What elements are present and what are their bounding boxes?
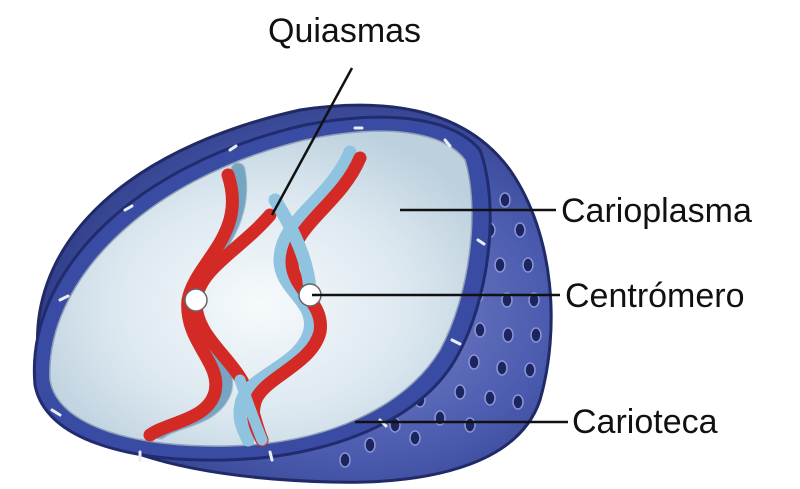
- leader-quiasmas: [270, 67, 354, 216]
- nuclear-pore: [364, 437, 376, 453]
- label-carioplasma: Carioplasma: [561, 192, 752, 230]
- nuclear-pore: [502, 327, 514, 343]
- nuclear-pore: [464, 417, 476, 433]
- karyoplasm: [49, 130, 473, 447]
- nuclear-pore: [494, 257, 506, 273]
- rim-notches: [50, 126, 486, 462]
- label-quiasmas: Quiasmas: [268, 12, 422, 50]
- nuclear-pore: [474, 322, 486, 338]
- label-carioteca: Carioteca: [572, 403, 718, 441]
- nuclear-pore: [496, 360, 508, 376]
- nuclear-pore: [512, 394, 524, 410]
- nuclear-pore: [484, 390, 496, 406]
- nuclear-pore: [339, 452, 351, 468]
- nuclear-pore: [501, 292, 513, 308]
- nuclear-pore: [514, 222, 526, 238]
- nuclear-pore: [524, 362, 536, 378]
- nuclear-pore: [499, 192, 511, 208]
- chromosome-right: [233, 145, 367, 447]
- centromere-left: [184, 288, 208, 312]
- chromosome-left: [143, 162, 277, 447]
- nuclear-pore: [454, 384, 466, 400]
- nuclear-pore: [530, 327, 542, 343]
- label-centromero: Centrómero: [565, 277, 745, 315]
- nuclear-pore: [522, 257, 534, 273]
- nuclear-pore: [528, 292, 540, 308]
- nuclear-pore: [409, 430, 421, 446]
- nuclear-pore: [468, 354, 480, 370]
